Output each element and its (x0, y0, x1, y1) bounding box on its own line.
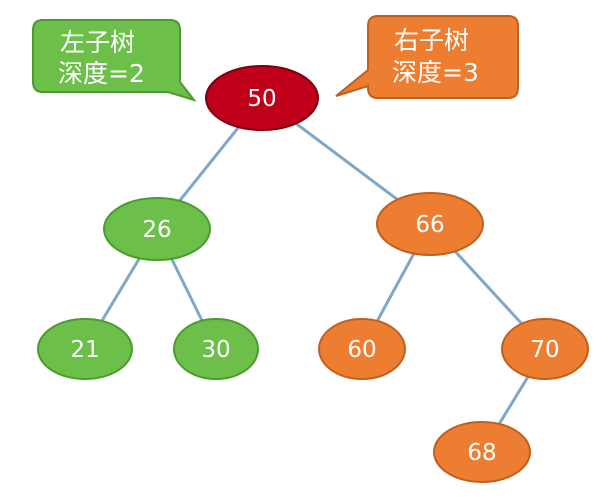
tree-node-label: 60 (347, 337, 376, 363)
tree-node-30: 30 (173, 318, 259, 380)
tree-node-label: 26 (142, 217, 171, 243)
tree-node-label: 68 (467, 440, 496, 466)
callout-right-subtree-depth: 右子树 深度=3 (335, 15, 519, 99)
callout-left-line1: 左子树 (60, 28, 135, 57)
tree-node-label: 66 (415, 212, 444, 238)
tree-node-label: 70 (530, 337, 559, 363)
tree-node-label: 21 (70, 337, 99, 363)
tree-nodes: 50 26 66 21 30 60 70 68 (37, 65, 589, 483)
tree-node-ellipse (173, 318, 259, 380)
tree-node-50: 50 (205, 65, 319, 131)
callout-left-subtree-depth: 左子树 深度=2 (32, 19, 197, 102)
callout-right-line2: 深度=3 (392, 58, 479, 87)
tree-node-ellipse (501, 318, 589, 380)
tree-node-ellipse (376, 192, 484, 256)
tree-node-60: 60 (318, 318, 406, 380)
tree-node-66: 66 (376, 192, 484, 256)
tree-node-ellipse (37, 318, 133, 380)
tree-node-label: 50 (247, 86, 276, 112)
tree-node-label: 30 (201, 337, 230, 363)
tree-node-21: 21 (37, 318, 133, 380)
callout-left-bubble (32, 19, 197, 102)
tree-node-ellipse (103, 197, 211, 261)
callout-left-line2: 深度=2 (58, 59, 145, 88)
tree-node-ellipse (318, 318, 406, 380)
callout-right-line1: 右子树 (394, 26, 469, 55)
tree-edges (83, 96, 547, 453)
tree-node-ellipse (205, 65, 319, 131)
tree-node-ellipse (433, 421, 531, 483)
callout-right-bubble (335, 15, 519, 99)
tree-node-68: 68 (433, 421, 531, 483)
tree-node-26: 26 (103, 197, 211, 261)
tree-node-70: 70 (501, 318, 589, 380)
